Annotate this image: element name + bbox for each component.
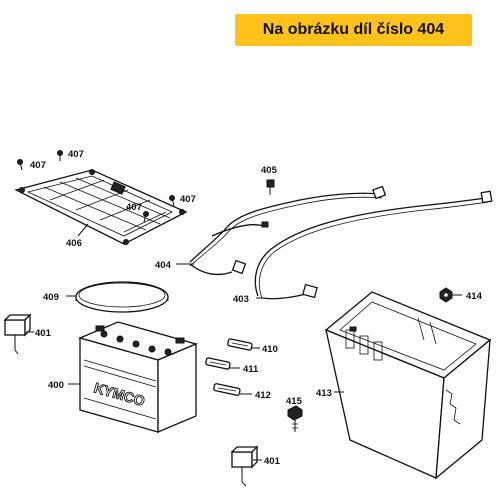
callout-407-a: 407	[30, 160, 46, 171]
callout-415: 415	[286, 396, 303, 407]
callout-405: 405	[261, 165, 278, 176]
screw-407-c	[143, 211, 149, 223]
callout-410: 410	[262, 344, 278, 355]
callout-414: 414	[466, 291, 483, 302]
screw-407-d	[169, 195, 175, 207]
battery-400: KYMCO	[78, 321, 198, 433]
battery-cover-plate	[14, 169, 188, 245]
callout-406: 406	[66, 238, 82, 249]
callout-412: 412	[255, 390, 271, 401]
bolt-415	[287, 405, 303, 432]
fuse-410	[227, 338, 253, 351]
callout-404: 404	[155, 260, 172, 271]
callout-407-d: 407	[180, 194, 196, 205]
nut-414	[439, 287, 453, 303]
screw-407-a	[17, 159, 23, 171]
part-number-banner: Na obrázku díl číslo 404	[235, 14, 472, 46]
callout-413: 413	[316, 388, 332, 399]
callout-400: 400	[48, 380, 64, 391]
callout-407-b: 407	[68, 149, 84, 160]
fuse-411	[205, 357, 231, 370]
rubber-band-409	[75, 281, 169, 313]
callout-411: 411	[243, 364, 259, 375]
battery-box-413	[324, 291, 492, 480]
bolt-405	[266, 179, 275, 195]
starter-relay-401-top	[3, 313, 32, 355]
battery-cable-404	[189, 185, 387, 276]
battery-cable-403	[254, 190, 493, 300]
callout-401-a: 401	[35, 328, 52, 339]
fuse-412	[213, 383, 241, 396]
screw-407-b	[57, 150, 63, 161]
callout-407-c: 407	[126, 202, 142, 213]
callout-409: 409	[43, 292, 59, 303]
callout-403: 403	[233, 294, 249, 305]
callout-401-b: 401	[264, 456, 281, 467]
starter-relay-401-bottom	[230, 445, 259, 487]
